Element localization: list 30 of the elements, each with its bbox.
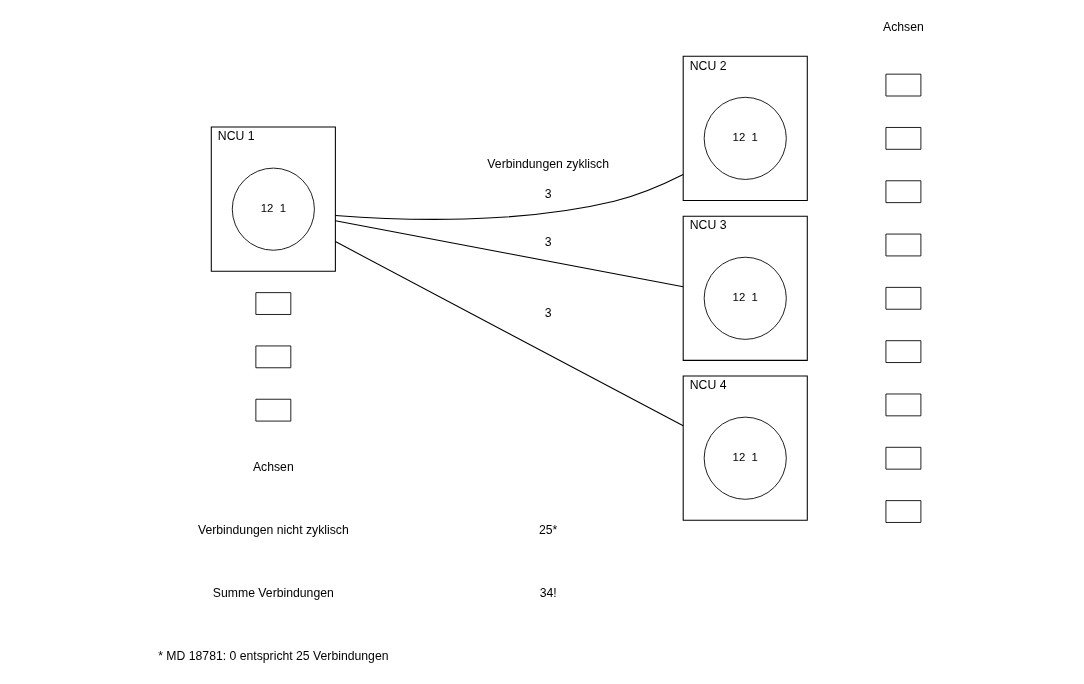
label: Verbindungen zyklisch xyxy=(486,156,609,171)
node-box xyxy=(885,180,921,204)
node-circle: 12 1 xyxy=(231,167,315,251)
node-box xyxy=(254,398,291,422)
connector xyxy=(334,241,684,427)
edge-label: 3 xyxy=(544,186,552,201)
node-circle: 12 1 xyxy=(703,416,787,500)
label: Verbindungen nicht zyklisch xyxy=(197,522,349,537)
node-box xyxy=(885,73,921,97)
label: 25* xyxy=(538,522,557,537)
node-box xyxy=(885,127,921,150)
label: 34! xyxy=(539,585,557,600)
node-box xyxy=(885,500,921,523)
label: Summe Verbindungen xyxy=(212,585,334,600)
node-box xyxy=(885,393,921,417)
connector xyxy=(334,220,684,288)
node-box xyxy=(254,345,291,369)
node-box xyxy=(885,340,921,363)
edge-label: 3 xyxy=(544,305,552,320)
edge-label: 3 xyxy=(544,235,552,250)
node-box xyxy=(885,233,921,257)
connector xyxy=(334,174,684,220)
label: Achsen xyxy=(882,19,924,34)
node-box xyxy=(254,292,291,315)
node-circle: 12 1 xyxy=(703,256,787,340)
node-box xyxy=(885,446,921,470)
node-box xyxy=(885,286,921,310)
node-circle: 12 1 xyxy=(703,96,787,180)
label: Achsen xyxy=(252,460,294,475)
label: * MD 18781: 0 entspricht 25 Verbindungen xyxy=(157,648,388,663)
